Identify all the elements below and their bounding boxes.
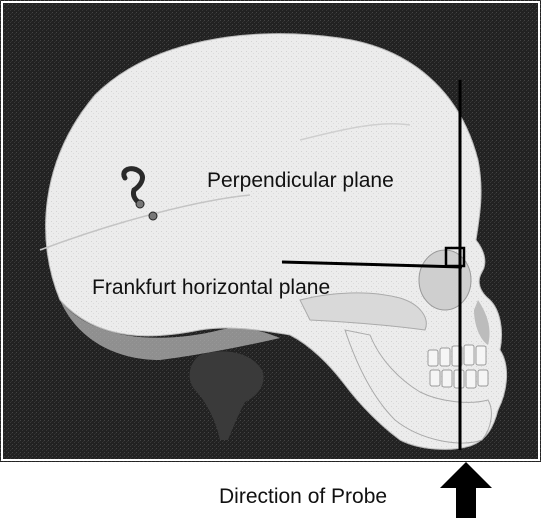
perpendicular-plane-label: Perpendicular plane [207, 169, 394, 192]
frankfurt-plane-label: Frankfurt horizontal plane [92, 276, 330, 299]
probe-direction-label: Direction of Probe [219, 485, 387, 508]
up-arrow-icon [440, 462, 492, 518]
